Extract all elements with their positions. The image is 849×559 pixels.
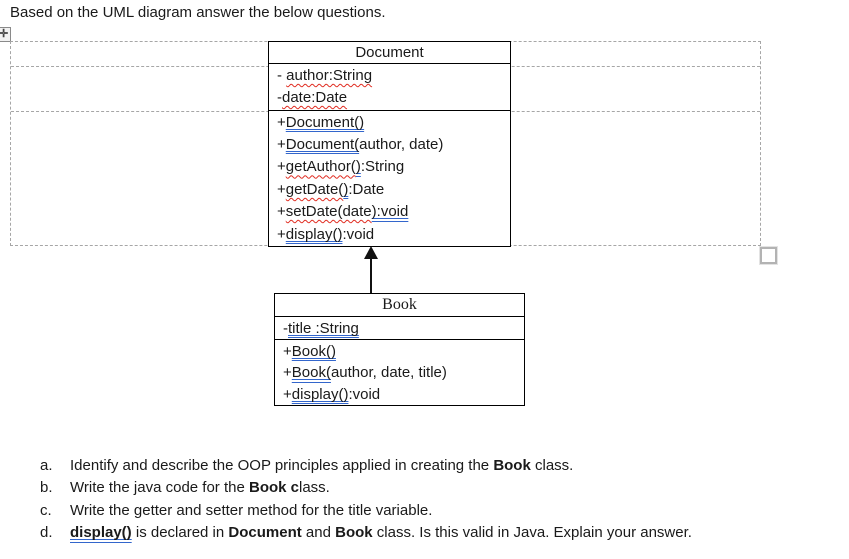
text-segment: + bbox=[277, 180, 286, 198]
method-line: +display():void bbox=[277, 224, 506, 246]
text-segment: Write the getter and setter method for t… bbox=[70, 501, 433, 519]
document-class-methods: +Document() +Document(author, date) +get… bbox=[269, 111, 510, 246]
text-segment: + bbox=[283, 364, 292, 381]
inheritance-arrow-head bbox=[364, 246, 378, 259]
text-segment: date:Date bbox=[282, 89, 348, 107]
text-segment: setDate(date bbox=[285, 203, 372, 221]
text-segment: display() bbox=[285, 225, 343, 243]
question-text: Write the java code for the Book class. bbox=[70, 477, 330, 499]
attribute-line: -date:Date bbox=[277, 87, 506, 109]
text-segment: Book( bbox=[291, 364, 331, 381]
text-segment: and bbox=[301, 524, 336, 542]
text-segment: getDate( bbox=[285, 180, 344, 198]
text-segment: is declared in bbox=[131, 524, 229, 542]
method-line: +Document(author, date) bbox=[277, 134, 506, 156]
question-text: display() is declared in Document and Bo… bbox=[70, 522, 692, 544]
attribute-line: -title :String bbox=[283, 318, 520, 339]
question-label: d. bbox=[40, 524, 53, 542]
text-segment: author:String bbox=[286, 66, 373, 84]
text-segment: ):void bbox=[371, 203, 409, 221]
text-segment: author, date) bbox=[359, 135, 444, 153]
text-segment: + bbox=[283, 385, 292, 403]
text-segment: ) bbox=[355, 158, 361, 176]
question-label: a. bbox=[40, 457, 53, 474]
book-class-title: Book bbox=[275, 294, 524, 317]
text-segment: + bbox=[277, 203, 286, 221]
text-segment: Write the java code for the bbox=[70, 479, 249, 497]
text-segment: Book() bbox=[291, 342, 336, 360]
document-class-title: Document bbox=[269, 42, 510, 64]
book-class-attributes: -title :String bbox=[275, 317, 524, 340]
text-segment: author, date, title) bbox=[330, 364, 447, 381]
method-line: +Document() bbox=[277, 112, 506, 134]
method-line: +display():void bbox=[283, 384, 520, 406]
document-class-attributes: - author:String -date:Date bbox=[269, 64, 510, 111]
text-segment: Document bbox=[228, 524, 302, 542]
question-text: Identify and describe the OOP principles… bbox=[70, 455, 573, 477]
text-segment: class. bbox=[530, 457, 574, 474]
inheritance-arrow-line bbox=[370, 258, 372, 293]
text-segment: display() bbox=[291, 385, 349, 403]
uml-class-document: Document - author:String -date:Date +Doc… bbox=[268, 41, 511, 247]
text-segment: Book bbox=[493, 457, 531, 474]
attribute-line: - author:String bbox=[277, 65, 506, 87]
method-line: +getDate():Date bbox=[277, 179, 506, 201]
text-segment: Book bbox=[335, 524, 373, 542]
text-segment: getAuthor( bbox=[285, 158, 356, 176]
question-label: b. bbox=[40, 479, 53, 497]
text-segment: + bbox=[277, 225, 286, 243]
question-label: c. bbox=[40, 501, 52, 519]
question-row-c: c. Write the getter and setter method fo… bbox=[40, 500, 692, 522]
uml-class-book: Book -title :String +Book() +Book(author… bbox=[274, 293, 525, 406]
text-segment: - bbox=[277, 66, 287, 84]
method-line: +Book() bbox=[283, 341, 520, 363]
text-segment: + bbox=[277, 113, 286, 131]
text-segment: :String bbox=[360, 158, 405, 176]
question-row-a: a. Identify and describe the OOP princip… bbox=[40, 455, 692, 477]
table-move-handle[interactable]: ✛ bbox=[0, 27, 11, 42]
text-segment: class. Is this valid in Java. Explain yo… bbox=[372, 524, 692, 542]
text-segment: + bbox=[277, 158, 286, 176]
text-segment: :Date bbox=[348, 180, 385, 198]
book-class-methods: +Book() +Book(author, date, title) +disp… bbox=[275, 340, 524, 406]
question-row-b: b. Write the java code for the Book clas… bbox=[40, 477, 692, 499]
text-segment: title :String bbox=[288, 319, 359, 337]
method-line: +getAuthor():String bbox=[277, 156, 506, 178]
text-segment: :void bbox=[342, 225, 375, 243]
method-line: +setDate(date):void bbox=[277, 201, 506, 223]
text-segment: Document() bbox=[285, 113, 365, 131]
text-segment: lass. bbox=[299, 479, 330, 497]
method-line: +Book(author, date, title) bbox=[283, 362, 520, 384]
text-segment: Book c bbox=[248, 479, 299, 497]
question-row-d: d. display() is declared in Document and… bbox=[40, 522, 692, 544]
move-cross-icon: ✛ bbox=[0, 28, 8, 40]
text-segment: + bbox=[283, 342, 292, 360]
question-text: Write the getter and setter method for t… bbox=[70, 500, 432, 522]
text-segment: display() bbox=[70, 524, 132, 542]
questions-list: a. Identify and describe the OOP princip… bbox=[40, 455, 692, 545]
text-segment: - bbox=[277, 89, 282, 107]
text-segment: Identify and describe the OOP principles… bbox=[70, 457, 494, 474]
text-segment: - bbox=[283, 319, 288, 337]
text-segment: + bbox=[277, 135, 286, 153]
page-title: Based on the UML diagram answer the belo… bbox=[10, 4, 386, 21]
text-segment: ) bbox=[343, 180, 349, 198]
text-segment: :void bbox=[348, 385, 381, 403]
table-resize-handle[interactable] bbox=[759, 246, 778, 265]
text-segment: Document( bbox=[285, 135, 360, 153]
